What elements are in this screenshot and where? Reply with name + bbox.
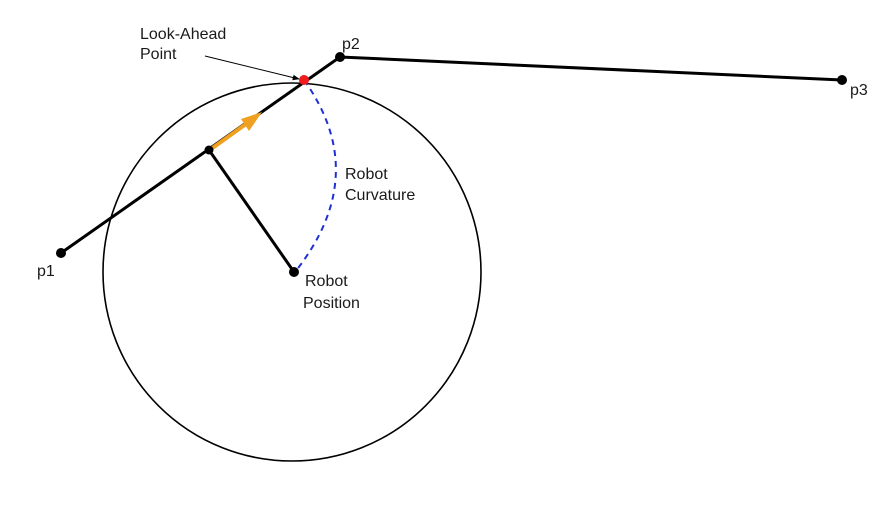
position-label-line2: Position	[303, 295, 360, 312]
robot-curvature-arc	[294, 79, 337, 273]
p2-label: p2	[342, 36, 360, 53]
heading-arrow-head	[241, 112, 262, 131]
point-p2-marker	[335, 52, 345, 62]
lookahead-label-line2: Point	[140, 46, 177, 63]
curvature-label-line1: Robot	[345, 166, 388, 183]
lookahead-label-line1: Look-Ahead	[140, 26, 226, 43]
lookahead-leader-line	[204, 55, 300, 81]
path-segment-p1-p2	[60, 55, 341, 255]
robot-to-closest-point-line	[207, 149, 296, 273]
heading-arrow	[209, 122, 248, 151]
p3-label: p3	[850, 82, 868, 99]
path-segment-p2-p3	[339, 55, 843, 82]
closest-point-marker	[204, 145, 214, 155]
p1-label: p1	[37, 263, 55, 280]
curvature-label-line2: Curvature	[345, 187, 415, 204]
lookahead-point-marker	[299, 75, 309, 85]
point-p1-marker	[56, 248, 66, 258]
position-label-line1: Robot	[305, 273, 348, 290]
point-p3-marker	[837, 75, 847, 85]
robot-position-marker	[289, 267, 299, 277]
lookahead-circle	[102, 82, 482, 462]
